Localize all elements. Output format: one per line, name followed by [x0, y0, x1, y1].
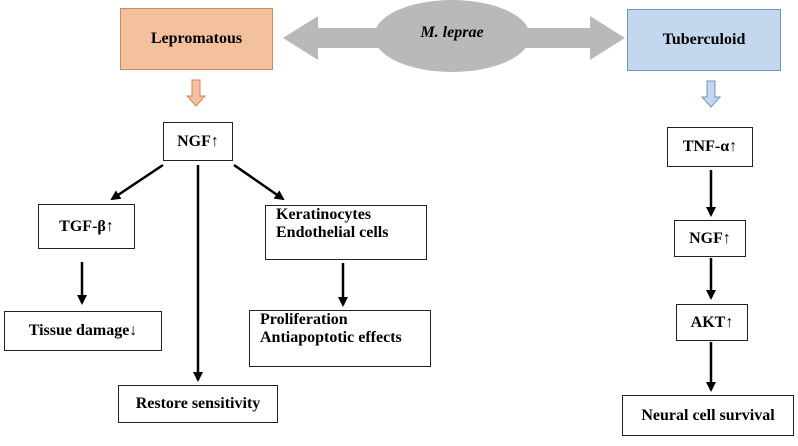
tissue-damage-box: Tissue damage↓ — [4, 311, 162, 351]
cells-box: Keratinocytes Endothelial cells — [265, 205, 427, 260]
tgf-beta-box: TGF-β↑ — [38, 204, 135, 249]
ngf-box-left: NGF↑ — [163, 122, 233, 161]
cells-line-keratinocytes: Keratinocytes — [276, 206, 372, 223]
lepromatous-down-arrow — [185, 79, 207, 107]
neural-cell-survival-box: Neural cell survival — [622, 395, 794, 436]
cells-line-endothelial: Endothelial cells — [276, 224, 389, 241]
tuberculoid-header: Tuberculoid — [627, 9, 781, 71]
akt-box: AKT↑ — [676, 304, 748, 341]
effects-line-antiapoptotic: Antiapoptotic effects — [260, 329, 402, 346]
restore-sensitivity-box: Restore sensitivity — [118, 385, 278, 423]
pathogen-ellipse — [374, 0, 530, 72]
arrow-ngf-to-cells — [233, 163, 285, 201]
pathogen-label: M. leprae — [420, 24, 484, 41]
tuberculoid-down-arrow — [700, 80, 722, 108]
tnf-alpha-box: TNF-α↑ — [667, 127, 753, 167]
ngf-box-right: NGF↑ — [674, 220, 746, 257]
effects-line-proliferation: Proliferation — [260, 311, 348, 328]
lepromatous-header: Lepromatous — [120, 8, 273, 70]
effects-box: Proliferation Antiapoptotic effects — [249, 310, 431, 367]
arrow-ngf-to-tgf — [110, 163, 164, 201]
